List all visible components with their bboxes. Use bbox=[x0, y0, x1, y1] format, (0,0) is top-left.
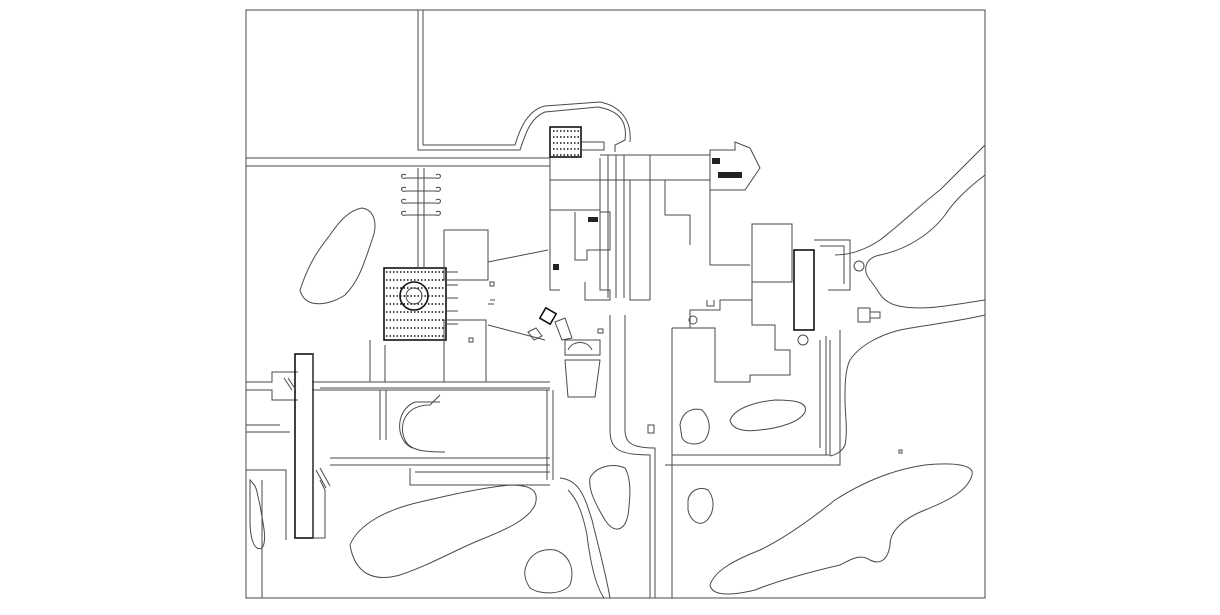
north-road bbox=[245, 10, 631, 598]
southwest-parcel bbox=[246, 469, 287, 598]
main-building bbox=[369, 229, 549, 383]
central-spine bbox=[549, 154, 750, 301]
north-building bbox=[549, 126, 605, 158]
north-parking bbox=[401, 168, 441, 268]
loop-road bbox=[330, 390, 550, 486]
central-road bbox=[609, 315, 841, 598]
east-buildings bbox=[689, 223, 881, 383]
site-boundary bbox=[245, 9, 986, 599]
plaza-features bbox=[527, 300, 715, 398]
northeast-buildings bbox=[709, 141, 761, 191]
ponds bbox=[299, 144, 986, 599]
west-long-building bbox=[246, 353, 331, 539]
